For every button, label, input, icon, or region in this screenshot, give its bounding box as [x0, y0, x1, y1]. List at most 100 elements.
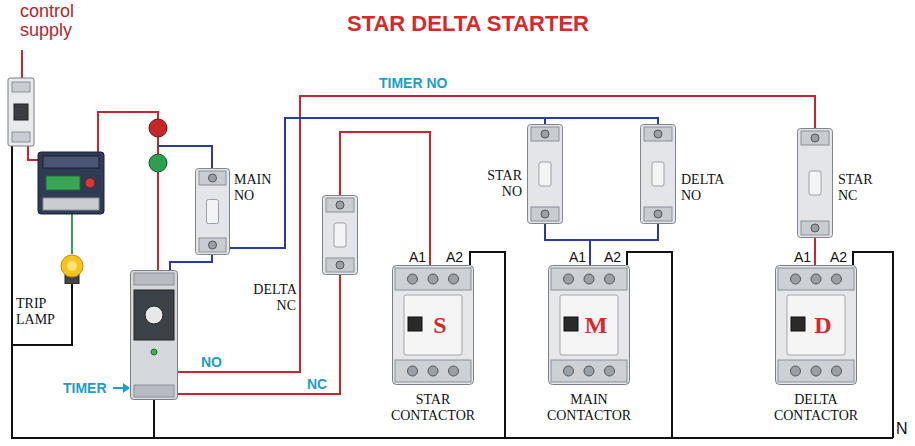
block-terminal: [801, 131, 829, 145]
terminal-screw: [336, 261, 344, 269]
contactor-body: [776, 266, 857, 385]
control-wire: [178, 96, 815, 372]
lamp-glow: [67, 261, 77, 271]
block-actuator: [334, 223, 346, 247]
terminal-screw: [541, 130, 549, 138]
pointer-arrowhead: [123, 383, 130, 393]
indicator-window: [408, 317, 422, 331]
contactor-face: [560, 295, 618, 355]
blk-drawing: [527, 124, 563, 224]
timer-dial: [145, 306, 163, 324]
terminal-screw: [791, 366, 801, 376]
terminal-screw: [449, 366, 459, 376]
contactor-label: STAR CONTACTOR: [391, 392, 475, 424]
mcb-terminal: [12, 82, 30, 92]
block-actuator: [539, 162, 551, 186]
terminal-screw: [832, 366, 842, 376]
timer-front: [134, 290, 174, 340]
terminal-screw: [811, 224, 819, 232]
neutral-wire: [153, 400, 155, 438]
control-wire: [590, 224, 658, 265]
indicator-window: [564, 317, 578, 331]
neutral-wire: [853, 252, 893, 438]
control-wire: [157, 172, 159, 270]
terminal-screw: [564, 366, 574, 376]
terminal-screw: [336, 201, 344, 209]
block-actuator: [652, 162, 664, 186]
neutral-wire: [12, 284, 72, 345]
ctr-drawing: [392, 265, 474, 385]
mcb-body: [8, 78, 34, 146]
overload-relay-symbol: [38, 152, 104, 214]
timer-led: [151, 349, 157, 355]
stop-button: [149, 119, 167, 137]
block-terminal: [644, 207, 672, 221]
timer-label: TIMER: [62, 381, 108, 396]
control-wire: [230, 118, 658, 248]
contactor-terminals: [395, 268, 471, 290]
terminal-screw: [605, 366, 615, 376]
timer-drawing: [130, 270, 178, 400]
mcb-symbol: [8, 78, 34, 146]
contactor-label: MAIN CONTACTOR: [547, 392, 631, 424]
contactor-label: DELTA CONTACTOR: [774, 392, 858, 424]
wire-label: NO: [200, 355, 223, 370]
terminal-label: A1: [569, 250, 586, 265]
contactor-face: [404, 295, 462, 355]
contact-label: DELTA NO: [681, 172, 724, 204]
contactor: DDELTA CONTACTOR: [775, 265, 857, 385]
terminal-screw: [564, 274, 574, 284]
block-terminal: [199, 171, 226, 185]
control-wire: [98, 112, 158, 152]
overload-reset: [85, 178, 95, 188]
timer-relay: TIMER: [130, 270, 178, 400]
control-wire: [814, 238, 816, 265]
blk-drawing: [195, 168, 230, 255]
supply-label: control supply: [20, 2, 74, 40]
blk-drawing: [797, 128, 833, 238]
block-terminal: [801, 221, 829, 235]
terminal-screw: [449, 274, 459, 284]
contactor-letter: M: [585, 312, 608, 338]
block-body: [798, 129, 833, 238]
pointer-arrow: [113, 387, 124, 389]
lamp-label: TRIP LAMP: [16, 296, 55, 328]
timer-terminals: [134, 385, 174, 397]
terminal-screw: [428, 366, 438, 376]
block-terminal: [326, 258, 354, 272]
block-body: [528, 125, 563, 224]
terminal-screw: [832, 274, 842, 284]
block-terminal: [531, 127, 559, 141]
lamp-bulb: [61, 255, 83, 277]
block-body: [641, 125, 676, 224]
neutral-wire: [627, 252, 672, 438]
neutral-wire: [470, 252, 505, 438]
block-actuator: [809, 171, 821, 195]
blk-drawing: [322, 195, 358, 275]
terminal-screw: [584, 366, 594, 376]
terminal-screw: [541, 210, 549, 218]
terminal-screw: [811, 274, 821, 284]
terminal-label: A1: [794, 250, 811, 265]
neutral-wire: [12, 146, 893, 438]
supply-wire: [21, 50, 23, 78]
contactor-terminals: [395, 360, 471, 382]
neutral-label: N: [896, 420, 908, 438]
block-actuator: [207, 200, 219, 224]
blk-drawing: [640, 124, 676, 224]
contactor-terminals: [778, 268, 854, 290]
contactor-body: [393, 266, 474, 385]
contact-label: DELTA NC: [253, 282, 296, 314]
control-wire: [230, 118, 545, 248]
trip-lamp: TRIP LAMP: [58, 254, 86, 284]
contactor-letter: S: [433, 312, 446, 338]
contact-label: STAR NC: [838, 172, 873, 204]
overload-body: [38, 152, 104, 214]
start-button: [149, 154, 167, 172]
pushbuttons: [149, 119, 167, 172]
contactor-body: [549, 266, 630, 385]
mcb-terminal: [12, 132, 30, 142]
wire-label: TIMER NO: [378, 76, 448, 91]
wires: [12, 50, 893, 438]
